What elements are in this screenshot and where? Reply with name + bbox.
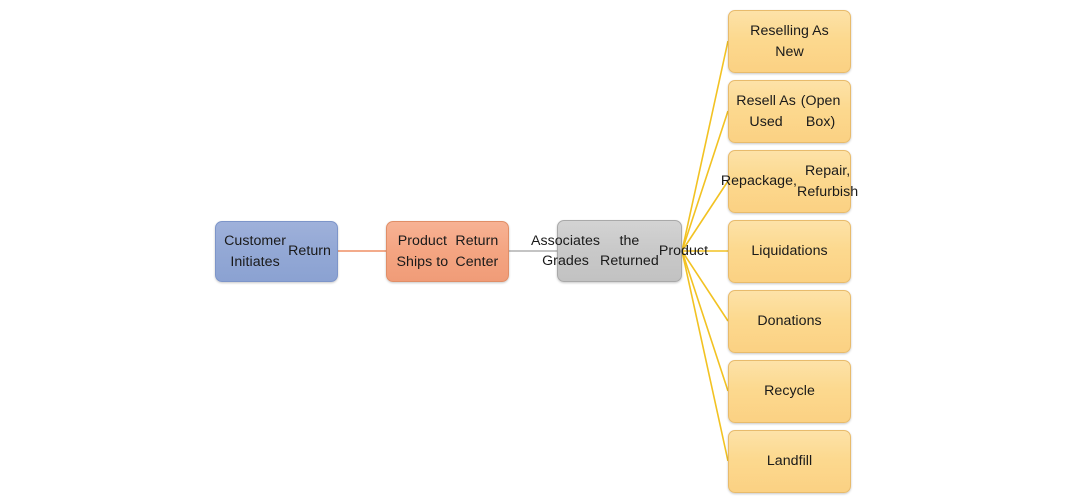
node-label-line: Return: [288, 243, 331, 260]
fan-reselling-as-new: [681, 40, 729, 252]
node-label-line: Reselling As New: [750, 23, 829, 60]
node-label-line: Return Center: [455, 233, 499, 270]
node-donations[interactable]: Donations: [728, 290, 851, 353]
node-product-ships-to-return-center[interactable]: Product Ships to Return Center: [386, 221, 509, 282]
node-label-line: Repair, Refurbish: [797, 163, 859, 200]
node-label-line: Donations: [757, 313, 822, 330]
node-resell-as-used-open-box[interactable]: Resell As Used (Open Box): [728, 80, 851, 143]
node-reselling-as-new[interactable]: Reselling As New: [728, 10, 851, 73]
fan-recycle: [681, 250, 729, 392]
fan-donations: [681, 250, 729, 322]
node-label-line: Liquidations: [751, 243, 828, 260]
node-label-line: (Open Box): [800, 93, 841, 130]
node-recycle[interactable]: Recycle: [728, 360, 851, 423]
node-label-line: Landfill: [766, 453, 813, 470]
node-label-line: Customer Initiates: [224, 233, 286, 270]
node-label-line: Resell As Used: [736, 93, 796, 130]
node-associates-grades-the-returned-product[interactable]: Associates Grades the Returned Product: [531, 220, 708, 282]
node-repackage-repair-refurbish[interactable]: Repackage, Repair, Refurbish: [721, 150, 858, 213]
node-label-line: Product Ships to: [396, 233, 449, 270]
node-label-line: Product: [658, 242, 709, 259]
node-liquidations[interactable]: Liquidations: [728, 220, 851, 283]
node-landfill[interactable]: Landfill: [728, 430, 851, 493]
node-label-line: Associates Grades: [530, 232, 601, 269]
node-customer-initiates-return[interactable]: Customer Initiates Return: [215, 221, 338, 282]
node-label-line: the Returned: [600, 232, 659, 269]
fan-landfill: [681, 250, 729, 462]
node-label-line: Repackage,: [720, 173, 798, 190]
node-label-line: Recycle: [764, 383, 815, 400]
